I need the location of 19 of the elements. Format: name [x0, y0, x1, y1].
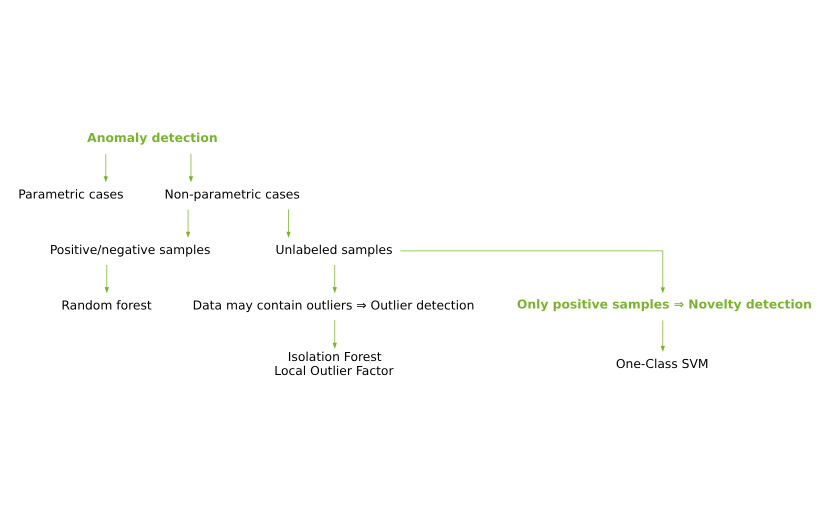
- node-text: One-Class SVM: [615, 356, 708, 370]
- node-text: Data may contain outliers ⇒ Outlier detection: [192, 298, 474, 312]
- node-text: Unlabeled samples: [274, 242, 392, 256]
- arrow: [185, 208, 190, 238]
- node-text: Parametric cases: [18, 186, 124, 201]
- arrow: [104, 264, 108, 293]
- arrow: [332, 319, 336, 348]
- node-text: Non-parametric cases: [164, 186, 300, 201]
- node-text: Isolation Forest Local Outlier Factor: [274, 349, 394, 378]
- arrow: [660, 319, 664, 352]
- arrow: [188, 153, 193, 182]
- node-text: Random forest: [60, 298, 152, 312]
- node-text: Only positive samples ⇒ Novelty detection: [516, 297, 812, 312]
- arrow: [332, 264, 336, 293]
- arrow: [286, 208, 290, 238]
- node-text: Positive/negative samples: [49, 242, 210, 256]
- arrow: [399, 250, 664, 294]
- arrow: [103, 153, 108, 182]
- node-text: Anomaly detection: [86, 130, 218, 145]
